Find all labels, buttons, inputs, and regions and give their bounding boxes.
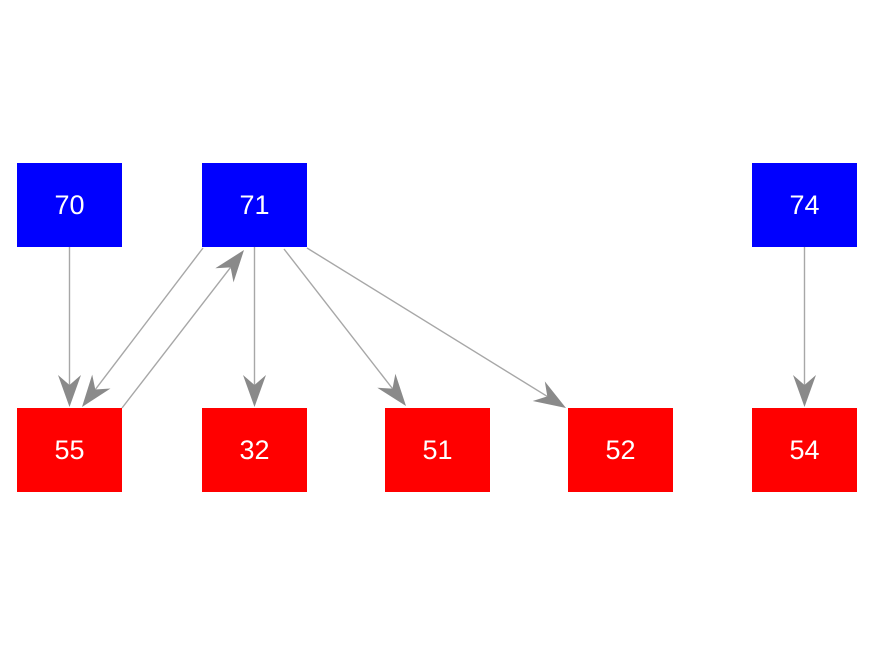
edge-line <box>94 247 204 390</box>
node-label: 51 <box>422 434 453 465</box>
edge-74-54 <box>793 247 816 407</box>
edge-line <box>306 247 548 398</box>
arrowhead-icon <box>243 375 266 407</box>
edge-71-52 <box>306 247 566 408</box>
node-label: 55 <box>54 434 85 465</box>
node-32: 32 <box>202 408 307 492</box>
edge-71-51 <box>283 248 406 406</box>
edge-70-55 <box>58 247 81 407</box>
node-label: 54 <box>789 434 820 465</box>
arrowhead-icon <box>82 374 111 407</box>
node-label: 74 <box>789 189 820 220</box>
edge-line <box>121 266 232 409</box>
node-label: 32 <box>239 434 270 465</box>
arrowhead-icon <box>377 373 406 406</box>
edge-line <box>283 248 394 390</box>
node-label: 71 <box>239 189 270 220</box>
edge-55-71 <box>121 250 244 409</box>
node-55: 55 <box>17 408 122 492</box>
node-label: 70 <box>54 189 85 220</box>
node-52: 52 <box>568 408 673 492</box>
node-70: 70 <box>17 163 122 247</box>
node-74: 74 <box>752 163 857 247</box>
arrowhead-icon <box>532 381 566 408</box>
arrowhead-icon <box>215 250 244 283</box>
node-51: 51 <box>385 408 490 492</box>
arrowhead-icon <box>793 375 816 407</box>
node-54: 54 <box>752 408 857 492</box>
node-71: 71 <box>202 163 307 247</box>
edge-71-32 <box>243 247 266 407</box>
arrowhead-icon <box>58 375 81 407</box>
edge-71-55 <box>82 247 204 407</box>
node-label: 52 <box>605 434 636 465</box>
